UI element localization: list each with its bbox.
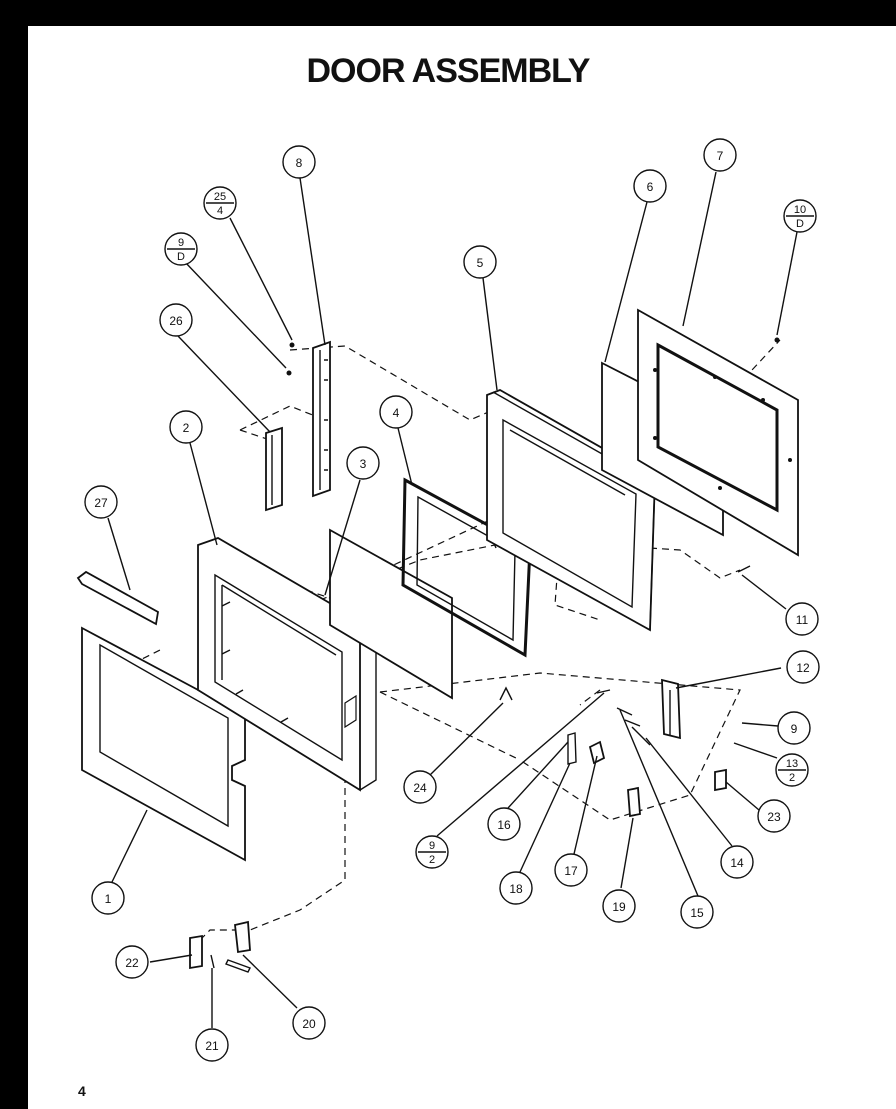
part-5-inner-frame <box>486 389 656 632</box>
callout-16: 16 <box>487 807 521 841</box>
callout-label-bottom: 2 <box>789 772 795 784</box>
callout-7: 7 <box>703 138 737 172</box>
scan-border-top <box>0 0 896 26</box>
callout-9-over-2: 9 2 <box>415 835 449 869</box>
callout-label-bottom: D <box>177 251 185 263</box>
callout-label: 19 <box>612 900 626 914</box>
callout-label: 27 <box>94 496 108 510</box>
callout-label: 3 <box>360 457 367 471</box>
callout-label: 14 <box>730 856 744 870</box>
callout-27: 27 <box>84 485 118 519</box>
callout-14: 14 <box>720 845 754 879</box>
callout-label: 15 <box>690 906 704 920</box>
callout-label: 26 <box>169 314 183 328</box>
callout-8: 8 <box>282 145 316 179</box>
callout-25-over-4: 25 4 <box>203 186 237 220</box>
callout-label: 17 <box>564 864 578 878</box>
callout-11: 11 <box>785 602 819 636</box>
callout-4: 4 <box>379 395 413 429</box>
callout-label: 5 <box>477 256 484 270</box>
callout-23: 23 <box>757 799 791 833</box>
scan-tick-mark <box>14 144 26 146</box>
callout-15: 15 <box>680 895 714 929</box>
part-8-hinge-bracket <box>312 340 331 498</box>
callout-label-bottom: 2 <box>429 854 435 866</box>
part-1-outer-panel <box>81 626 246 862</box>
part-26-bracket <box>265 426 283 512</box>
callout-label: 1 <box>105 892 112 906</box>
callout-label: 4 <box>393 406 400 420</box>
part-7-back-panel <box>637 308 799 557</box>
callout-1: 1 <box>91 881 125 915</box>
callout-label: 16 <box>497 818 511 832</box>
callout-13-over-2: 13 2 <box>775 753 809 787</box>
callout-label-top: 9 <box>429 840 435 852</box>
callout-18: 18 <box>499 871 533 905</box>
callout-26: 26 <box>159 303 193 337</box>
callout-24: 24 <box>403 770 437 804</box>
small-hardware-parts <box>189 337 780 973</box>
callout-19: 19 <box>602 889 636 923</box>
leader-lines <box>107 171 798 1028</box>
callout-21: 21 <box>195 1028 229 1062</box>
callout-label: 22 <box>125 956 139 970</box>
callout-label: 23 <box>767 810 781 824</box>
callout-label-top: 13 <box>786 758 798 770</box>
callout-label: 24 <box>413 781 427 795</box>
callout-label: 21 <box>205 1039 219 1053</box>
callout-2: 2 <box>169 410 203 444</box>
callout-label: 7 <box>717 149 724 163</box>
callout-label: 12 <box>796 661 810 675</box>
callout-label: 8 <box>296 156 303 170</box>
callout-label-bottom: 4 <box>217 205 223 217</box>
callout-12: 12 <box>786 650 820 684</box>
callout-label-bottom: D <box>796 218 804 230</box>
callout-label: 6 <box>647 180 654 194</box>
callout-9: 9 <box>777 711 811 745</box>
page-number: 4 <box>78 1083 86 1099</box>
part-27-trim-strip <box>76 570 159 626</box>
callout-17: 17 <box>554 853 588 887</box>
part-3-glass-sheet <box>329 528 453 700</box>
callout-label-top: 9 <box>178 237 184 249</box>
page-title: DOOR ASSEMBLY <box>306 52 591 90</box>
callout-label-top: 25 <box>214 191 226 203</box>
callout-22: 22 <box>115 945 149 979</box>
callout-label: 2 <box>183 421 190 435</box>
callout-label: 11 <box>796 613 809 627</box>
callout-label: 9 <box>791 722 798 736</box>
callout-6: 6 <box>633 169 667 203</box>
scan-tick-mark <box>14 470 26 472</box>
callout-5: 5 <box>463 245 497 279</box>
callout-10-over-D: 10 D <box>783 199 817 233</box>
callout-20: 20 <box>292 1006 326 1040</box>
callout-9-over-D: 9 D <box>164 232 198 266</box>
callout-label: 18 <box>509 882 523 896</box>
callout-label-top: 10 <box>794 204 806 216</box>
scan-tick-mark <box>14 822 26 824</box>
callout-3: 3 <box>346 446 380 480</box>
scan-border-left <box>0 0 28 1109</box>
callout-label: 20 <box>302 1017 316 1031</box>
